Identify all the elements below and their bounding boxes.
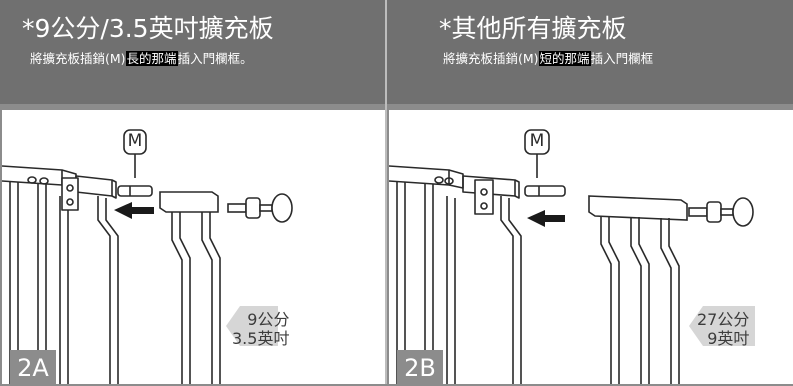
size-metric: 27公分 <box>697 310 750 329</box>
size-label-a: 9公分 3.5英吋 <box>232 310 289 348</box>
step-badge-2a: 2A <box>10 350 56 384</box>
gate-extension-diagram-b <box>389 129 755 384</box>
instruction-text-start: 將擴充板插銷(M) <box>443 51 539 66</box>
panel-divider <box>385 0 387 384</box>
size-callout-shape <box>689 306 755 346</box>
step-badge-2b: 2B <box>397 350 443 384</box>
gate-post-3 <box>59 196 69 384</box>
instruction-text-end: 插入門欄框。 <box>177 51 253 66</box>
frame-receiver <box>75 175 113 197</box>
part-label-m <box>524 129 550 178</box>
instruction-highlight: 長的那端 <box>125 51 178 66</box>
gate-frame-bar <box>2 165 63 186</box>
panel-2a: *9公分/3.5英吋擴充板 將擴充板插銷(M)長的那端插入門欄框。 <box>0 0 386 384</box>
instruction-text-end: 插入門欄框 <box>590 51 654 66</box>
part-label-m <box>123 129 147 178</box>
panel-2b-instruction: 將擴充板插銷(M)短的那端插入門欄框 <box>443 50 653 68</box>
tension-knob <box>688 197 754 227</box>
instruction-text-start: 將擴充板插銷(M) <box>30 51 126 66</box>
panel-2b: *其他所有擴充板 將擴充板插銷(M)短的那端插入門欄框 <box>387 0 793 384</box>
tension-knob <box>227 193 293 223</box>
instruction-highlight: 短的那端 <box>538 51 591 66</box>
extension-panel <box>159 191 221 384</box>
panel-2a-instruction: 將擴充板插銷(M)長的那端插入門欄框。 <box>30 50 253 68</box>
bracket <box>474 179 494 215</box>
part-letter-b: M <box>529 131 545 151</box>
pin-m <box>524 185 566 197</box>
insert-arrow <box>527 210 565 227</box>
size-imperial: 3.5英吋 <box>232 329 290 348</box>
part-letter-a: M <box>127 131 143 151</box>
panel-2a-illustration: 9公分 3.5英吋 M 2A <box>2 110 386 384</box>
panel-2b-header: *其他所有擴充板 將擴充板插銷(M)短的那端插入門欄框 <box>387 0 793 104</box>
gate-extension-diagram-a <box>2 129 293 384</box>
size-callout-shape <box>226 306 278 346</box>
panel-2b-illustration: 27公分 9英吋 M 2B <box>389 110 793 384</box>
extension-panel <box>588 195 688 384</box>
insert-arrow <box>114 202 154 219</box>
pin-m <box>117 185 153 197</box>
panel-2a-header: *9公分/3.5英吋擴充板 將擴充板插銷(M)長的那端插入門欄框。 <box>0 0 386 104</box>
bracket <box>61 177 79 211</box>
panel-2b-title: *其他所有擴充板 <box>439 14 627 43</box>
size-imperial: 9英吋 <box>707 329 750 348</box>
panel-2a-title: *9公分/3.5英吋擴充板 <box>22 14 274 43</box>
size-label-b: 27公分 9英吋 <box>697 310 749 348</box>
size-metric: 9公分 <box>247 310 290 329</box>
